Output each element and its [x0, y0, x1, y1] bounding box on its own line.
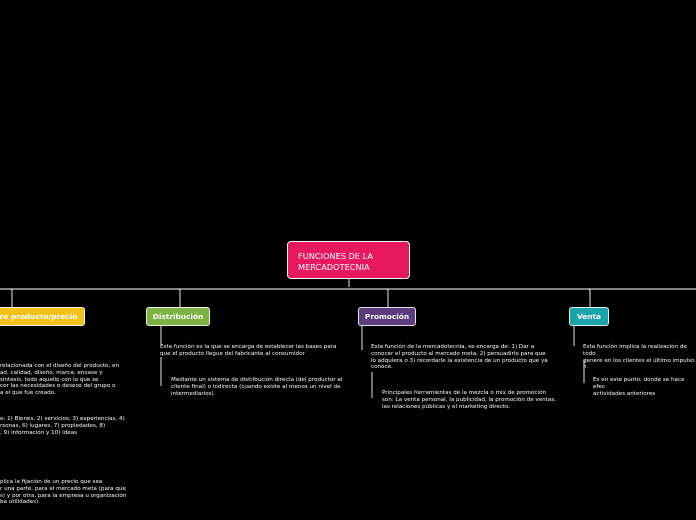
branch-venta [587, 288, 591, 307]
note-promocion-2: Principales herramientas de la mezcla o … [382, 390, 557, 410]
topic-distribucion[interactable]: Distribución [146, 307, 210, 326]
central-topic[interactable]: FUNCIONES DE LA MERCADOTECNIA [287, 241, 410, 279]
topic-producto-label: re producto/precio [0, 312, 78, 321]
topic-venta-label: Venta [576, 312, 602, 321]
branch-producto [9, 288, 13, 307]
central-topic-title: FUNCIONES DE LA MERCADOTECNIA [298, 251, 373, 272]
stem-venta [573, 326, 585, 383]
topic-promocion-label: Promoción [364, 312, 410, 321]
branch-promocion [385, 288, 389, 307]
note-venta-2: Es en este punto, donde se hace efec act… [593, 377, 685, 397]
note-producto-3: plica la fijación de un precio que sea r… [0, 479, 127, 506]
note-distribucion-2: Mediante un sistema de distribución dire… [171, 377, 343, 397]
note-promocion-1: Esta función de la mercadotecnia, se enc… [371, 344, 548, 371]
branch-distribucion [177, 288, 181, 307]
stem-promocion [361, 326, 373, 398]
topic-venta[interactable]: Venta [569, 307, 609, 326]
note-distribucion-1: Esta función es la que se encarga de est… [160, 344, 337, 357]
topic-distribucion-label: Distribución [152, 312, 204, 321]
topic-promocion[interactable]: Promoción [358, 307, 416, 326]
note-producto-1: relacionada con el diseño del producto, … [0, 363, 119, 397]
note-venta-1: Esta función implica la realización de t… [583, 344, 695, 371]
topic-producto-precio[interactable]: re producto/precio [0, 307, 85, 326]
note-producto-2: e: 1) Bienes, 2) servicios, 3) experienc… [0, 416, 125, 436]
